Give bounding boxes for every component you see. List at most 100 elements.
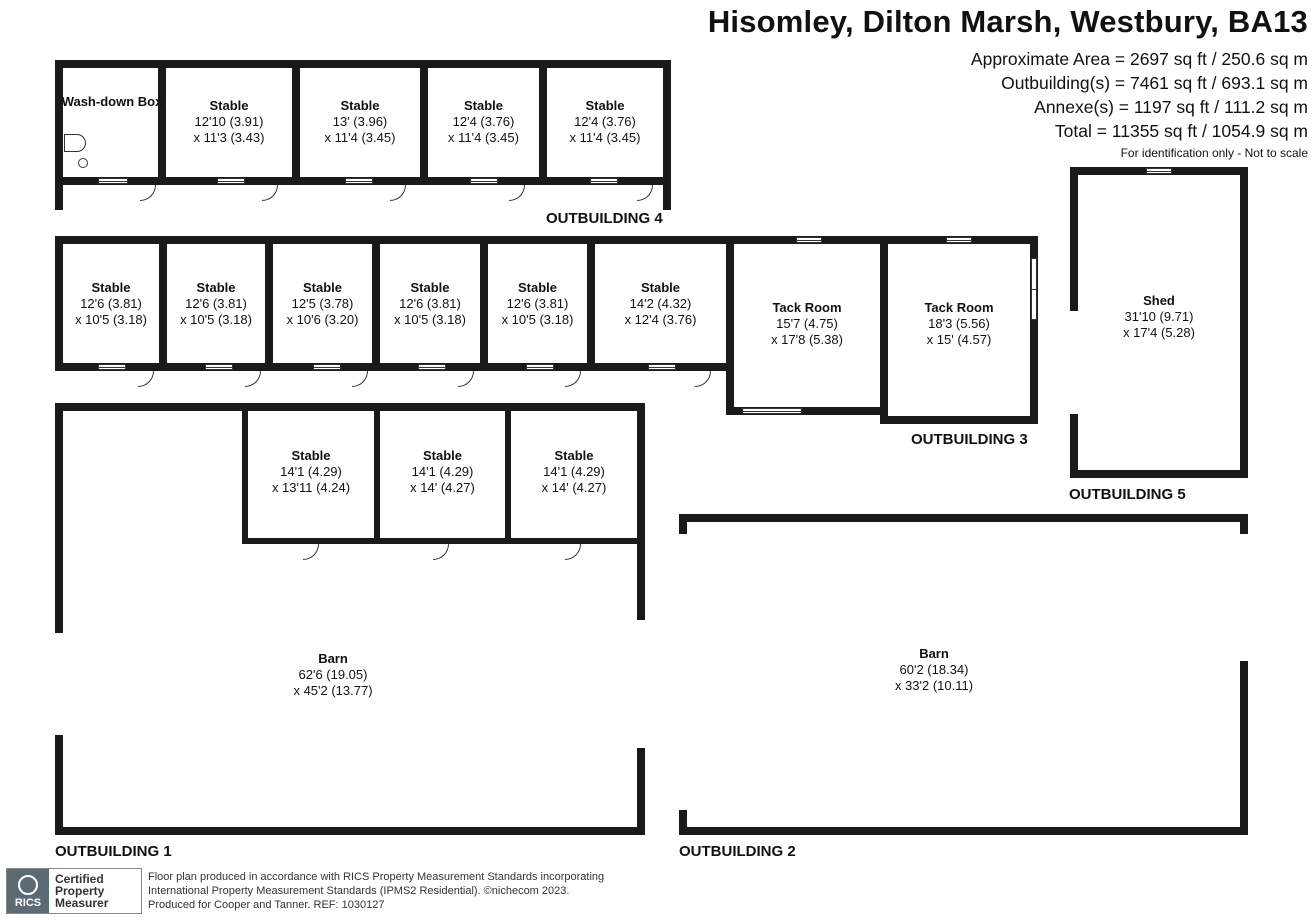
window [648, 364, 676, 370]
room-ob4-stable-3: Stable 12'4 (3.76) x 11'4 (3.45) [428, 98, 539, 146]
window [217, 178, 245, 184]
room-name: Shed [1143, 293, 1175, 308]
room-name: Barn [318, 651, 348, 666]
wall [505, 407, 511, 544]
wall [159, 240, 167, 368]
room-name: Tack Room [772, 300, 842, 315]
door [565, 371, 581, 387]
wall [679, 827, 1248, 835]
room-name: Stable [209, 98, 249, 113]
room-dim-2: x 13'11 (4.24) [271, 480, 351, 495]
window [205, 364, 233, 370]
wall [1240, 514, 1248, 534]
wall [880, 416, 1038, 424]
wall [587, 240, 595, 368]
room-name: Stable [422, 448, 462, 463]
outbuilding-1-label: OUTBUILDING 1 [55, 843, 172, 860]
room-ob4-stable-1: Stable 12'10 (3.91) x 11'3 (3.43) [166, 98, 292, 146]
room-dim-2: x 14' (4.27) [541, 480, 607, 495]
wall [55, 735, 63, 835]
page-title: Hisomley, Dilton Marsh, Westbury, BA13 [707, 4, 1308, 39]
door [262, 185, 278, 201]
room-ob3-stable-1: Stable 12'6 (3.81) x 10'5 (3.18) [63, 280, 159, 328]
room-dim-2: x 17'4 (5.28) [1123, 325, 1195, 340]
footer-line: International Property Measurement Stand… [148, 885, 570, 897]
door [138, 371, 154, 387]
room-dim-2: x 17'8 (5.38) [771, 332, 843, 347]
window [742, 408, 802, 414]
room-ob3-stable-2: Stable 12'6 (3.81) x 10'5 (3.18) [167, 280, 265, 328]
door [303, 544, 319, 560]
room-name: Stable [302, 280, 342, 295]
outbuilding-2-label: OUTBUILDING 2 [679, 843, 796, 860]
door [433, 544, 449, 560]
wall [55, 363, 732, 371]
door [637, 185, 653, 201]
window [345, 178, 373, 184]
wall [679, 810, 687, 835]
wall [679, 514, 687, 534]
outbuilding-4-label: OUTBUILDING 4 [546, 210, 663, 227]
wall [265, 240, 273, 368]
room-name: Stable [517, 280, 557, 295]
wall [1030, 236, 1038, 424]
wall [726, 240, 734, 415]
room-dim-2: x 11'4 (3.45) [324, 130, 396, 145]
wall [55, 60, 671, 68]
room-dim-2: x 10'5 (3.18) [394, 312, 466, 327]
room-ob4-stable-4: Stable 12'4 (3.76) x 11'4 (3.45) [547, 98, 663, 146]
wall [242, 538, 641, 544]
window [313, 364, 341, 370]
area-annexes: Annexe(s) = 1197 sq ft / 111.2 sq m [1034, 97, 1308, 117]
room-dim-2: x 10'5 (3.18) [501, 312, 574, 327]
wall [637, 748, 645, 835]
wall [637, 403, 645, 620]
outbuilding-5-label: OUTBUILDING 5 [1069, 486, 1186, 503]
badge-line: Property [55, 884, 105, 898]
room-name: Tack Room [924, 300, 994, 315]
room-ob1-stable-2: Stable 14'1 (4.29) x 14' (4.27) [380, 448, 505, 496]
room-name: Stable [554, 448, 594, 463]
wall [679, 514, 1248, 522]
wall [55, 403, 645, 411]
window [946, 237, 972, 243]
wall [420, 66, 428, 182]
footer-note: Floor plan produced in accordance with R… [148, 870, 604, 912]
room-dim-2: x 12'4 (3.76) [624, 312, 697, 327]
room-dim-2: x 10'5 (3.18) [180, 312, 252, 327]
room-dim-1: 12'5 (3.78) [291, 296, 354, 311]
room-dim-1: 60'2 (18.34) [899, 662, 969, 677]
room-dim-2: x 45'2 (13.77) [293, 683, 373, 698]
window [470, 178, 498, 184]
wall [1240, 661, 1248, 835]
room-dim-1: 12'4 (3.76) [574, 114, 636, 129]
toilet-icon [64, 134, 86, 152]
room-tack-room-2: Tack Room 18'3 (5.56) x 15' (4.57) [888, 300, 1030, 348]
room-name: Stable [291, 448, 331, 463]
door [695, 371, 711, 387]
room-dim-2: x 14' (4.27) [410, 480, 475, 495]
room-name: Stable [463, 98, 503, 113]
wall [663, 60, 671, 210]
wall [55, 236, 63, 371]
room-ob4-stable-2: Stable 13' (3.96) x 11'4 (3.45) [300, 98, 420, 146]
room-dim-1: 12'4 (3.76) [452, 114, 515, 129]
room-dim-1: 14'1 (4.29) [280, 464, 342, 479]
door [352, 371, 368, 387]
room-dim-2: x 10'5 (3.18) [75, 312, 147, 327]
wall [1070, 470, 1248, 478]
room-ob1-stable-1: Stable 14'1 (4.29) x 13'11 (4.24) [248, 448, 374, 496]
room-ob1-stable-3: Stable 14'1 (4.29) x 14' (4.27) [511, 448, 637, 496]
room-dim-1: 14'1 (4.29) [543, 464, 605, 479]
area-approximate: Approximate Area = 2697 sq ft / 250.6 sq… [970, 49, 1308, 69]
room-barn-1: Barn 62'6 (19.05) x 45'2 (13.77) [233, 651, 433, 699]
room-shed: Shed 31'10 (9.71) x 17'4 (5.28) [1078, 293, 1240, 341]
area-outbuildings: Outbuilding(s) = 7461 sq ft / 693.1 sq m [1001, 73, 1308, 93]
room-dim-2: x 11'3 (3.43) [193, 130, 265, 145]
window [590, 178, 618, 184]
room-dim-1: 15'7 (4.75) [776, 316, 838, 331]
wall [1070, 414, 1078, 478]
room-dim-1: 12'6 (3.81) [506, 296, 569, 311]
window [526, 364, 554, 370]
badge-line: Certified [55, 872, 104, 886]
